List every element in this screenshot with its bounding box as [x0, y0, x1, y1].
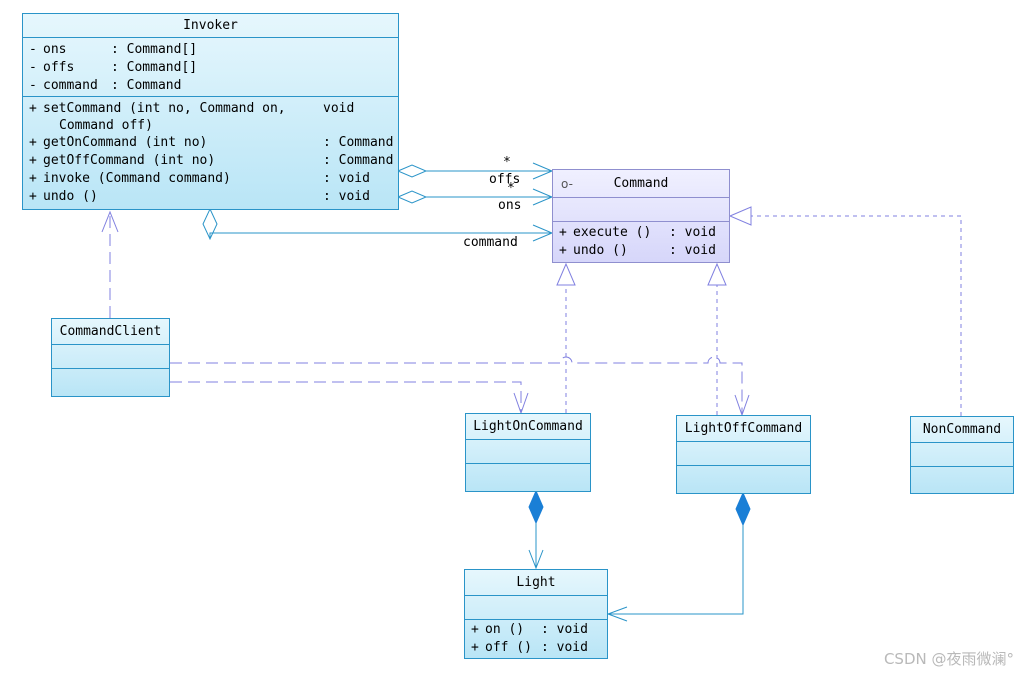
- operation-type: : Command: [323, 153, 394, 168]
- class-light-off-command[interactable]: LightOffCommand: [676, 415, 811, 494]
- attribute-type: : Command[]: [111, 42, 198, 57]
- class-invoker[interactable]: Invoker -ons: Command[] -offs: Command[]…: [22, 13, 399, 210]
- attribute-row: -ons : Command[]: [23, 41, 398, 59]
- visibility-marker: +: [559, 243, 567, 258]
- operation-name: off (): [485, 640, 532, 655]
- ons-role-label: ons: [498, 198, 522, 213]
- attribute-type: : Command: [111, 78, 182, 93]
- offs-multiplicity: *: [503, 155, 511, 170]
- visibility-marker: +: [29, 153, 37, 168]
- operation-row: + undo () : void: [553, 242, 729, 260]
- visibility-marker: -: [29, 78, 37, 93]
- interface-lollipop-icon: o-: [561, 177, 573, 191]
- offs-role-label: offs: [489, 172, 521, 187]
- class-name: Light: [465, 570, 607, 596]
- attribute-row: -offs : Command[]: [23, 59, 398, 77]
- attributes-section: -ons: Command[] -offs: Command[] -comman…: [23, 38, 398, 97]
- attributes-section: [553, 198, 729, 222]
- command-role-label: command: [463, 235, 518, 250]
- operation-row: + getOnCommand (int no) : Command: [23, 134, 398, 152]
- dependency-client-lighton: [170, 381, 529, 415]
- class-name: Command: [613, 176, 669, 191]
- operation-type: void: [323, 101, 355, 116]
- visibility-marker: +: [471, 622, 479, 637]
- attributes-section: [465, 596, 607, 620]
- dependency-client-invoker: [101, 210, 119, 318]
- attribute-row: -command : Command: [23, 77, 398, 95]
- operation-type: : void: [323, 171, 370, 186]
- operation-row: + getOffCommand (int no) : Command: [23, 152, 398, 170]
- aggregation-offs: [396, 162, 554, 180]
- operation-name: setCommand (int no, Command on,: [43, 101, 286, 116]
- operation-type: : Command: [323, 135, 394, 150]
- operation-type: : void: [541, 640, 588, 655]
- visibility-marker: -: [29, 60, 37, 75]
- visibility-marker: +: [29, 189, 37, 204]
- class-name: Invoker: [23, 14, 398, 38]
- composition-lighton-light: [528, 489, 544, 570]
- visibility-marker: +: [29, 101, 37, 116]
- operation-name: on (): [485, 622, 525, 637]
- class-name: LightOffCommand: [677, 416, 810, 442]
- operation-row: + execute () : void: [553, 224, 729, 242]
- operation-name: invoke (Command command): [43, 171, 231, 186]
- visibility-marker: +: [29, 135, 37, 150]
- interface-command[interactable]: o- Command + execute () : void + undo () : v…: [552, 169, 730, 263]
- attribute-type: : Command[]: [111, 60, 198, 75]
- operation-type: : void: [541, 622, 588, 637]
- attribute-name: ons: [43, 42, 67, 57]
- class-name: NonCommand: [911, 417, 1013, 443]
- attribute-name: command: [43, 78, 98, 93]
- operations-section: + setCommand (int no, Command on, void Com…: [23, 97, 398, 206]
- class-light[interactable]: Light + on () : void + off () : void: [464, 569, 608, 659]
- visibility-marker: -: [29, 42, 37, 57]
- operations-section: + on () : void + off () : void: [465, 620, 607, 657]
- operation-row: + undo () : void: [23, 188, 398, 206]
- operation-type: : void: [323, 189, 370, 204]
- operation-type: : void: [669, 243, 716, 258]
- attributes-section: [911, 443, 1013, 467]
- realization-lighton: [556, 262, 576, 413]
- class-name: LightOnCommand: [466, 414, 590, 440]
- class-light-on-command[interactable]: LightOnCommand: [465, 413, 591, 492]
- dependency-client-lightoff: [170, 356, 750, 417]
- operation-row: + off () : void: [465, 639, 607, 657]
- class-non-command[interactable]: NonCommand: [910, 416, 1014, 494]
- operation-name: undo (): [573, 243, 628, 258]
- composition-lightoff-light: [606, 491, 751, 622]
- class-command-client[interactable]: CommandClient: [51, 318, 170, 397]
- operation-continuation: Command off): [59, 118, 153, 133]
- realization-noncommand: [728, 206, 962, 416]
- aggregation-ons: [396, 188, 554, 206]
- attributes-section: [52, 345, 169, 369]
- ons-multiplicity: *: [507, 181, 515, 196]
- watermark: CSDN @夜雨微澜°: [883, 650, 1014, 668]
- operation-name: execute (): [573, 225, 652, 240]
- operation-type: : void: [669, 225, 716, 240]
- class-name-header: o- Command: [553, 170, 729, 198]
- operation-row: + on () : void: [465, 621, 607, 639]
- realization-lightoff: [707, 262, 727, 415]
- visibility-marker: +: [471, 640, 479, 655]
- visibility-marker: +: [559, 225, 567, 240]
- operation-row: + invoke (Command command) : void: [23, 170, 398, 188]
- operation-name: undo (): [43, 189, 98, 204]
- attributes-section: [677, 442, 810, 466]
- operations-section: + execute () : void + undo () : void: [553, 222, 729, 260]
- operation-name: getOnCommand (int no): [43, 135, 208, 150]
- operation-row: + setCommand (int no, Command on, void: [23, 100, 398, 118]
- visibility-marker: +: [29, 171, 37, 186]
- attribute-name: offs: [43, 60, 75, 75]
- operation-name: getOffCommand (int no): [43, 153, 216, 168]
- class-name: CommandClient: [52, 319, 169, 345]
- attributes-section: [466, 440, 590, 464]
